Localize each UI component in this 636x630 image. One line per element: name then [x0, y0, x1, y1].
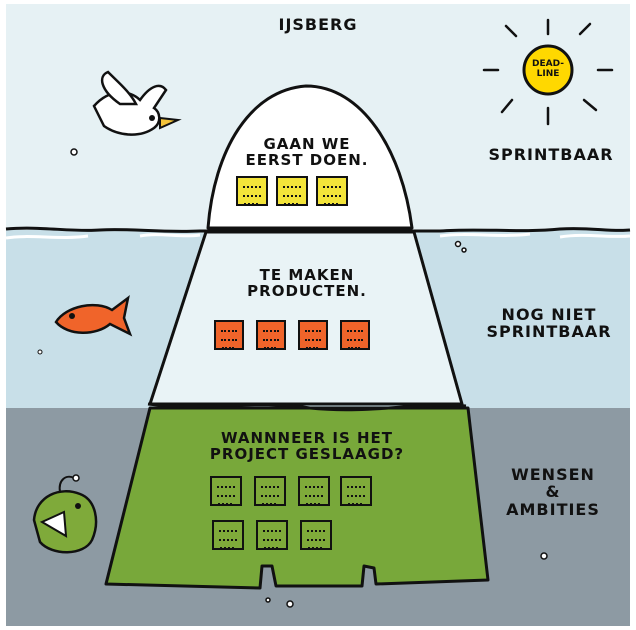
middle-description: TE MAKEN PRODUCTEN.	[247, 266, 367, 301]
sticky-note-green	[210, 476, 242, 506]
page-title: IJSBERG	[278, 15, 358, 34]
bubbles	[265, 240, 548, 608]
sun-rays	[482, 18, 614, 126]
iceberg-middle-section	[148, 230, 464, 406]
sticky-note-yellow	[236, 176, 268, 206]
top-description: GAAN WE EERST DOEN.	[245, 135, 369, 170]
sticky-note-green	[300, 520, 332, 550]
sticky-note-green	[254, 476, 286, 506]
sticky-note-green	[298, 476, 330, 506]
sticky-note-yellow	[316, 176, 348, 206]
deadline-text: DEAD- LINE	[532, 59, 564, 79]
sun-icon	[522, 44, 574, 96]
fish-icon	[37, 295, 133, 355]
anglerfish-icon	[32, 474, 98, 554]
sticky-note-green	[212, 520, 244, 550]
sticky-note-orange	[340, 320, 370, 350]
sticky-note-yellow	[276, 176, 308, 206]
bottom-description: WANNNEER IS HET PROJECT GESLAAGD?	[209, 429, 405, 464]
sticky-note-orange	[214, 320, 244, 350]
sticky-note-green	[256, 520, 288, 550]
middle-bottom-edge	[147, 402, 467, 412]
iceberg-bottom-section	[104, 406, 490, 590]
sticky-note-orange	[256, 320, 286, 350]
seagull-icon	[70, 70, 182, 156]
zone-label-nog-niet-sprintbaar: NOG NIET SPRINTBAAR	[486, 305, 612, 342]
zone-label-wensen-ambities: WENSEN & AMBITIES	[506, 465, 600, 519]
zone-label-sprintbaar: SPRINTBAAR	[488, 145, 614, 164]
deadline-label: DEAD- LINE	[528, 59, 568, 80]
sticky-note-green	[340, 476, 372, 506]
sticky-note-orange	[298, 320, 328, 350]
waterline	[5, 226, 631, 233]
waterline-foam	[5, 232, 631, 240]
